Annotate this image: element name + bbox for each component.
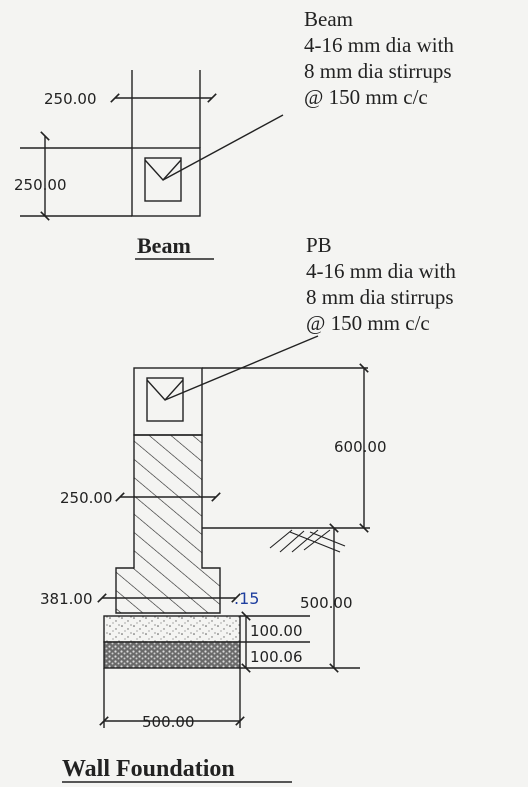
beam-note-line: 4-16 mm dia with: [304, 33, 454, 57]
rubble-layer: [103, 641, 241, 669]
beam-stirrup: [144, 157, 182, 202]
beam-section: [20, 70, 284, 221]
beam-note-line: 8 mm dia stirrups: [304, 59, 452, 83]
layer2-label: 100.06: [250, 648, 303, 666]
plinth-beam-stirrup: [146, 377, 184, 422]
step-label: 381.00: [40, 590, 93, 608]
beam-rebar-v: [144, 159, 182, 182]
beam-leader: [162, 114, 284, 181]
pcc-layer: [103, 615, 241, 643]
beam-note: Beam 4-16 mm dia with 8 mm dia stirrups …: [304, 6, 454, 110]
pb-note-line: 8 mm dia stirrups: [306, 285, 454, 309]
beam-note-line: Beam: [304, 7, 353, 31]
layer1-label: 100.00: [250, 622, 303, 640]
wall-masonry: [115, 434, 221, 614]
beam-depth-label: 250.00: [14, 176, 67, 194]
wall-foundation-section: [97, 335, 370, 728]
pb-note-line: @ 150 mm c/c: [306, 311, 430, 335]
pb-note-line: PB: [306, 233, 332, 257]
plinth-beam-note: PB 4-16 mm dia with 8 mm dia stirrups @ …: [306, 232, 456, 336]
beam-width-label: 250.00: [44, 90, 97, 108]
wall-width-label: 250.00: [60, 489, 113, 507]
beam-outline: [131, 147, 201, 217]
height-label: 600.00: [334, 438, 387, 456]
handwritten-mark: .15: [234, 589, 259, 608]
plinth-leader: [164, 335, 319, 401]
beam-title: Beam: [137, 233, 191, 258]
pb-note-line: 4-16 mm dia with: [306, 259, 456, 283]
plinth-rebar-v: [146, 379, 184, 402]
depth-label: 500.00: [300, 594, 353, 612]
foundation-title: Wall Foundation: [62, 756, 235, 782]
beam-note-line: @ 150 mm c/c: [304, 85, 428, 109]
footing-width-label: 500.00: [142, 713, 195, 731]
